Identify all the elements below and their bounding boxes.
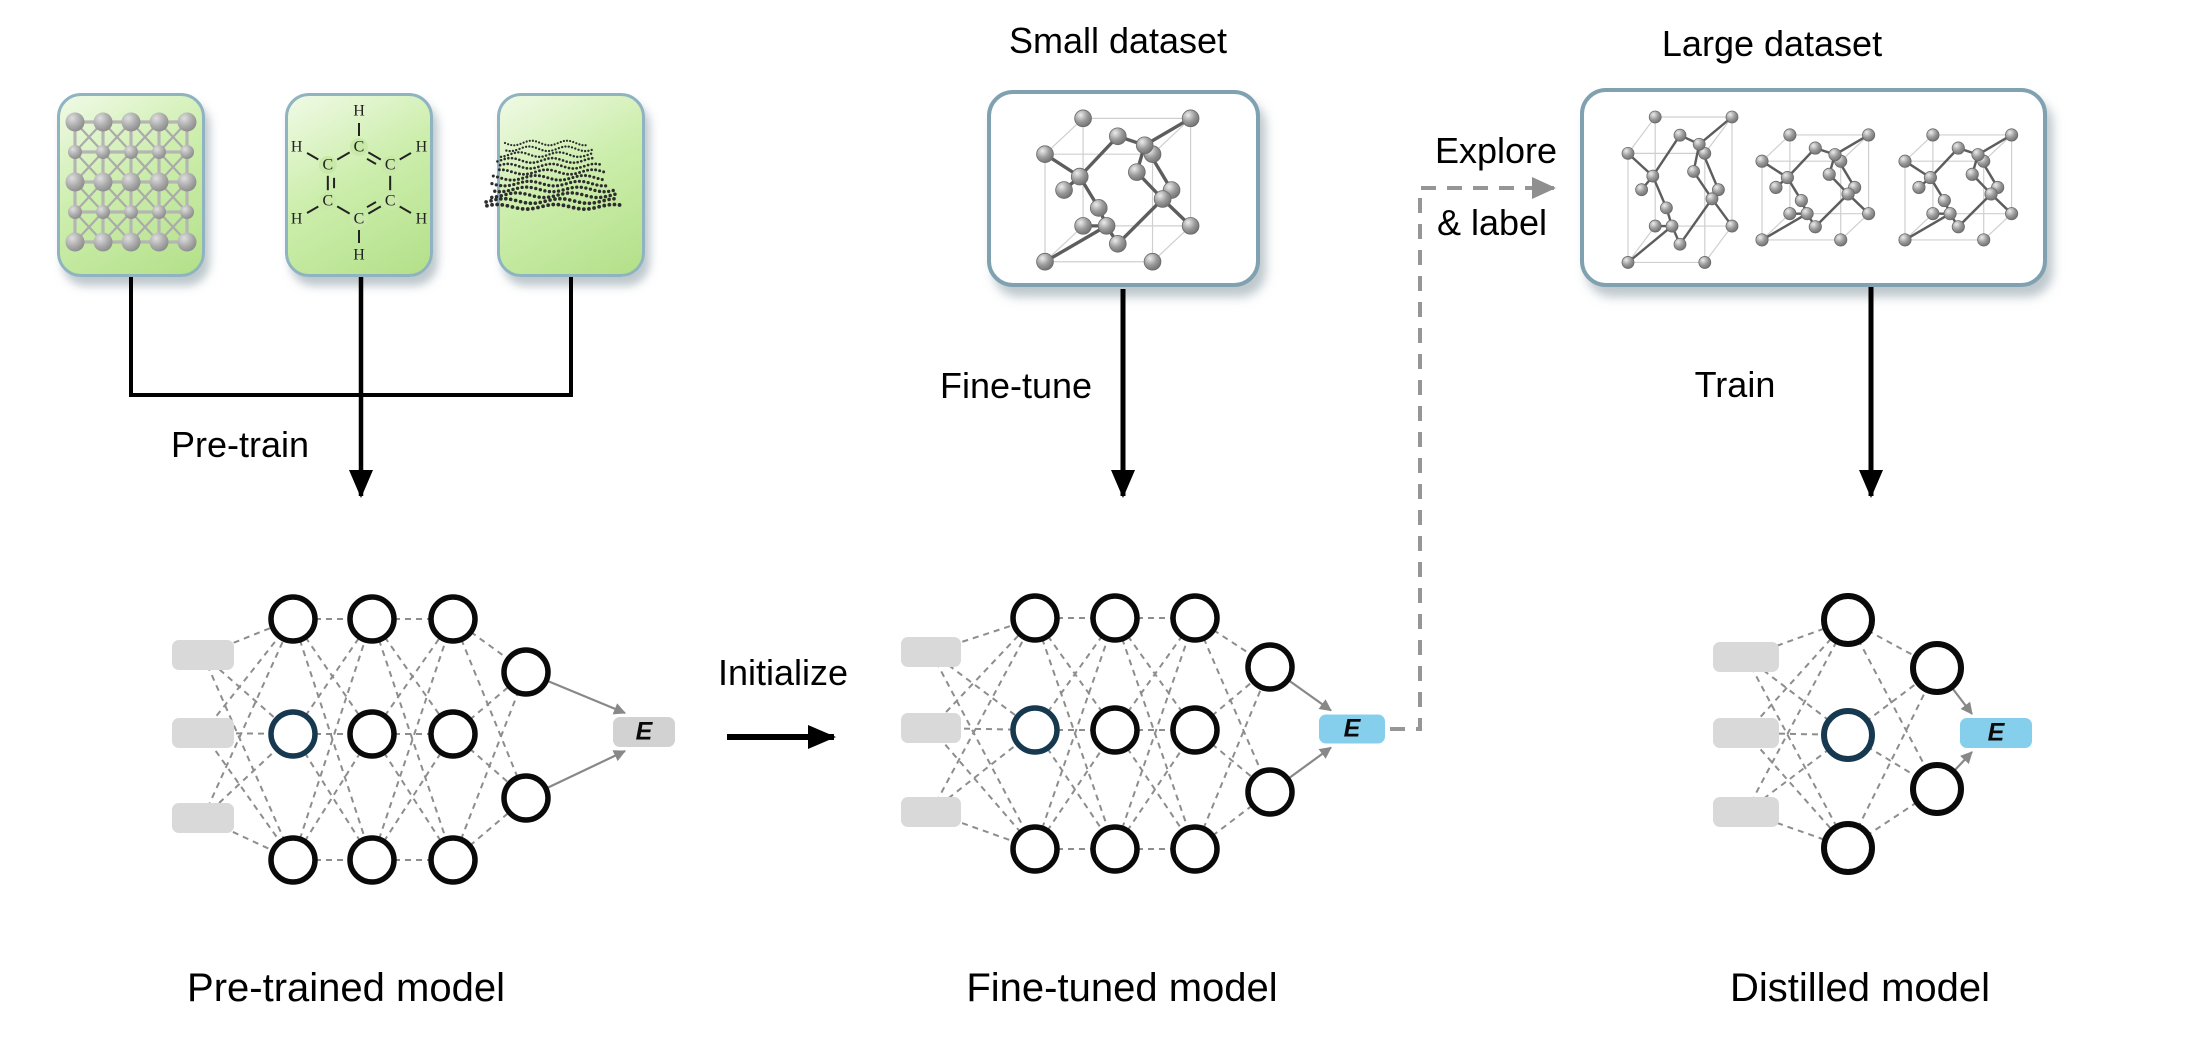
svg-text:C: C xyxy=(322,157,333,174)
large-dataset-crystal-icons xyxy=(1621,110,2019,269)
pretrain-sample-box-graphene xyxy=(497,93,645,277)
svg-text:C: C xyxy=(385,193,396,210)
pretrain-connector-lines xyxy=(129,277,573,397)
crystal-lattice-icon xyxy=(65,112,197,252)
train-label: Train xyxy=(1694,364,1776,405)
small-dataset-crystal-icon xyxy=(1036,109,1200,271)
energy-output-label-pretrained: E xyxy=(635,717,653,746)
initialize-label: Initialize xyxy=(717,652,849,693)
svg-text:H: H xyxy=(416,139,428,156)
svg-text:C: C xyxy=(354,139,365,156)
pretrain-label: Pre-train xyxy=(170,424,310,465)
benzene-molecule-icon: H H H H H H C C C C C C xyxy=(291,103,428,264)
small-dataset-label: Small dataset xyxy=(1008,20,1228,61)
distilled-network xyxy=(1713,593,2032,875)
svg-text:H: H xyxy=(291,211,303,228)
graphene-sheet-icon xyxy=(484,139,622,211)
explore-label: Explore xyxy=(1434,130,1558,171)
small-dataset-box xyxy=(987,90,1260,287)
svg-text:C: C xyxy=(385,157,396,174)
large-dataset-label: Large dataset xyxy=(1661,23,1883,64)
explore-label-dashed-arrow xyxy=(1390,177,1556,731)
finetuned-model-caption: Fine-tuned model xyxy=(966,966,1278,1010)
svg-text:H: H xyxy=(353,103,365,120)
svg-text:H: H xyxy=(291,139,303,156)
finetune-label: Fine-tune xyxy=(939,365,1093,406)
pretrained-model-caption: Pre-trained model xyxy=(187,966,505,1010)
energy-output-label-finetuned: E xyxy=(1343,714,1361,743)
svg-text:H: H xyxy=(353,247,365,264)
distilled-model-caption: Distilled model xyxy=(1729,966,1991,1010)
svg-text:C: C xyxy=(354,211,365,228)
svg-text:H: H xyxy=(416,211,428,228)
energy-output-label-distilled: E xyxy=(1987,718,2005,747)
pretrained-network xyxy=(172,594,675,885)
and-label-label: & label xyxy=(1436,202,1548,243)
svg-text:C: C xyxy=(322,193,333,210)
finetuned-network xyxy=(901,593,1385,874)
